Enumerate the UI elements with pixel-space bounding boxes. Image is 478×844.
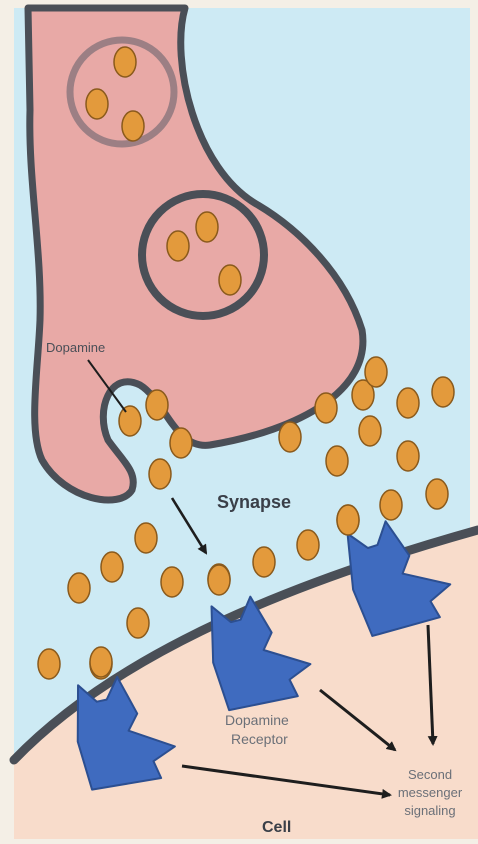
dopamine-label: Dopamine [46,340,105,355]
bound-dopamine-molecule [208,565,230,595]
receptor-label-line2: Receptor [231,731,288,747]
dopamine-molecule [219,265,241,295]
dopamine-molecule [161,567,183,597]
dopamine-molecule [397,388,419,418]
dopamine-molecule [365,357,387,387]
bound-dopamine-molecule [90,647,112,677]
dopamine-molecule [279,422,301,452]
dopamine-molecule [146,390,168,420]
dopamine-molecule [149,459,171,489]
signal-label-line2: messenger [398,785,463,800]
dopamine-molecule [359,416,381,446]
dopamine-molecule [135,523,157,553]
dopamine-molecule [380,490,402,520]
signal-label-line1: Second [408,767,452,782]
dopamine-molecule [170,428,192,458]
dopamine-molecule [253,547,275,577]
dopamine-molecule [297,530,319,560]
dopamine-molecule [315,393,337,423]
dopamine-molecule [397,441,419,471]
cell-label: Cell [262,819,291,836]
dopamine-molecule [127,608,149,638]
signal-label-line3: signaling [404,803,455,818]
dopamine-molecule [426,479,448,509]
dopamine-molecule [122,111,144,141]
receptor-label-line1: Dopamine [225,712,289,728]
dopamine-molecule [196,212,218,242]
dopamine-molecule [68,573,90,603]
dopamine-molecule [38,649,60,679]
synapse-label: Synapse [217,492,291,512]
dopamine-molecule [432,377,454,407]
dopamine-molecule [119,406,141,436]
dopamine-molecule [114,47,136,77]
dopamine-molecule [101,552,123,582]
bound-dopamine-molecule [337,505,359,535]
dopamine-molecule [326,446,348,476]
dopamine-molecule [86,89,108,119]
dopamine-molecule [167,231,189,261]
